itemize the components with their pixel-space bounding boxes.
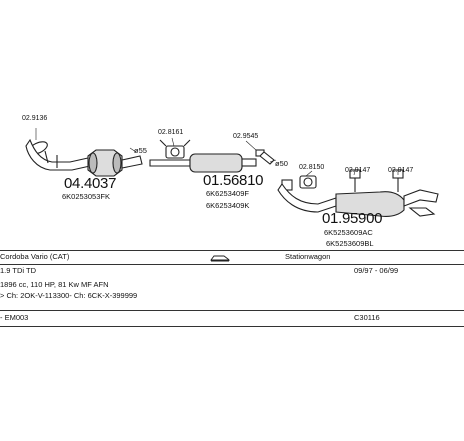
oem-number-1: 6K0253053FK [62, 192, 110, 201]
clamp-c [281, 175, 317, 191]
clamp-b-label: 02.9545 [233, 133, 258, 140]
body-type: Stationwagon [285, 252, 331, 261]
leader-lines [35, 128, 399, 177]
part-number-1: 04.4037 [64, 175, 116, 192]
catalytic-converter-drawing [87, 149, 143, 177]
oem-number-3a: 6K5253609AC [324, 228, 373, 237]
engine-label: 1.9 TDi TD [0, 266, 36, 275]
middle-silencer-drawing [149, 153, 257, 173]
table-rule-1 [0, 250, 464, 251]
table-rule-3 [0, 310, 464, 311]
engine-specs: 1896 cc, 110 HP, 81 Kw MF AFN [0, 280, 109, 289]
production-years: 09/97 - 06/99 [354, 266, 399, 275]
code-right: C30116 [354, 313, 380, 322]
front-pipe-drawing [25, 138, 91, 171]
table-rule-4 [0, 326, 464, 327]
car-icon [210, 254, 231, 265]
small-ref-label: 02.9136 [22, 115, 47, 122]
part-number-3: 01.95900 [322, 210, 382, 227]
code-left: - EM003 [0, 313, 29, 322]
clamp-b [255, 149, 275, 165]
clamp-c-label: 02.8150 [299, 164, 324, 171]
oem-number-3b: 6K5253609BL [326, 239, 374, 248]
diameter-1-label: ø55 [134, 146, 147, 155]
part-number-2: 01.56810 [203, 172, 263, 189]
ring-clamp-a [159, 139, 191, 159]
clamp-a-label: 02.8161 [158, 129, 183, 136]
oem-number-2b: 6K6253409K [206, 201, 249, 210]
hanger-b-label: 02.9147 [388, 167, 413, 174]
table-rule-2 [0, 264, 464, 265]
chassis-range: > Ch: 2OK-V-113300- Ch: 6CK-X-399999 [0, 291, 138, 300]
model-name: Cordoba Vario (CAT) [0, 252, 70, 261]
oem-number-2a: 6K6253409F [206, 189, 249, 198]
rear-silencer-drawing [277, 183, 439, 217]
hanger-a-label: 02.9147 [345, 167, 370, 174]
exhaust-system-diagram: 02.9136 04.4037 6K0253053FK 02.8161 ø55 … [22, 115, 439, 248]
diameter-2-label: ø50 [275, 159, 288, 168]
